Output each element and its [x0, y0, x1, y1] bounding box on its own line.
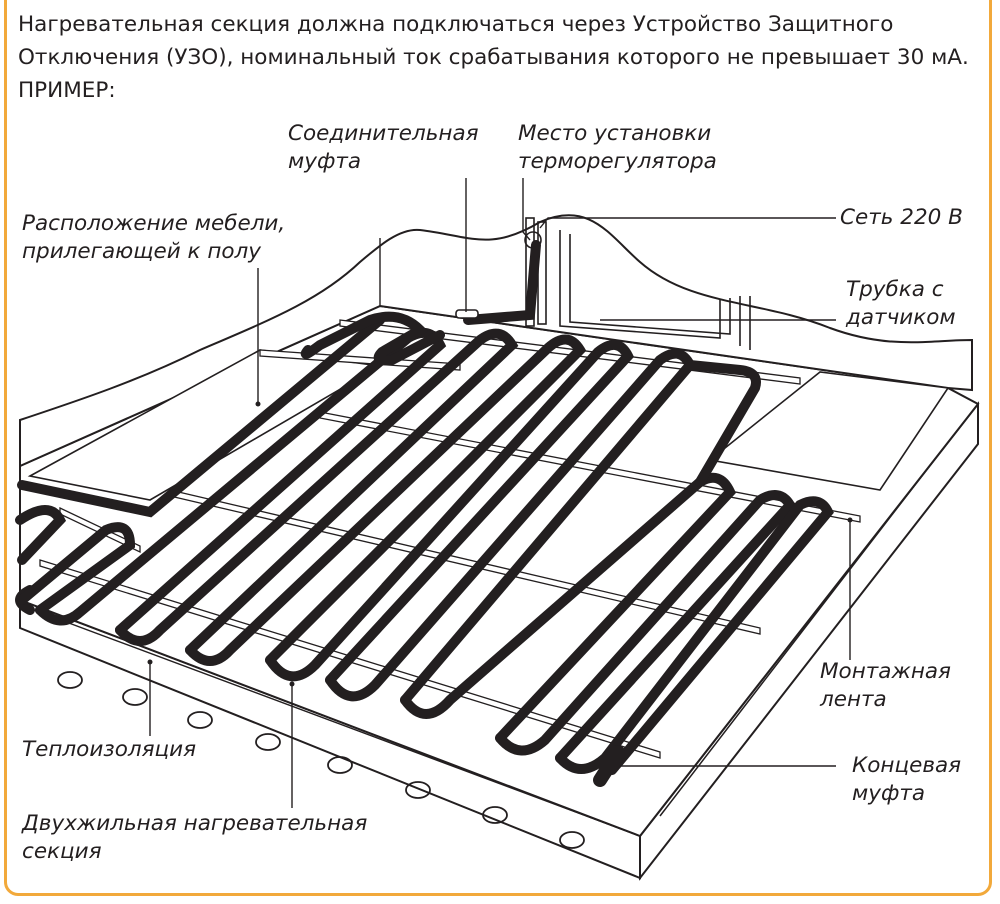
intro-line-1: Нагревательная секция должна подключатьс… — [18, 12, 894, 37]
hole — [255, 733, 281, 751]
leader-lines — [149, 178, 851, 808]
cable-run — [555, 496, 834, 775]
no-cable-zone — [708, 371, 950, 491]
hole — [559, 831, 585, 849]
thermostat-channel — [524, 217, 751, 350]
hole — [57, 671, 83, 689]
hole — [405, 781, 431, 799]
cable-run — [495, 490, 797, 763]
slab-top-inner-edge — [33, 609, 641, 837]
label-insulation: Теплоизоляция — [22, 737, 197, 762]
cable-run — [325, 348, 696, 705]
hole — [187, 711, 213, 729]
intro-line-3: ПРИМЕР: — [18, 78, 116, 103]
hole — [122, 688, 148, 706]
cable-run — [463, 240, 541, 325]
cable-run — [185, 334, 587, 666]
cable-run — [15, 505, 67, 565]
cable-run — [265, 340, 635, 685]
leader-thermostat — [522, 178, 531, 241]
cable-run — [685, 360, 761, 487]
hole — [327, 756, 353, 774]
insulation-holes — [57, 671, 585, 849]
hole — [482, 806, 508, 824]
coupling-mark — [455, 309, 479, 319]
cable-run — [115, 328, 519, 655]
label-furniture: Расположение мебели, прилегающей к полу — [22, 211, 286, 264]
back-wall — [19, 214, 973, 468]
intro-text: Нагревательная секция должна подключатьс… — [18, 8, 986, 107]
label-thermostat-location: Место установки терморегулятора — [518, 121, 717, 174]
orange-frame — [4, 0, 992, 896]
leader-mains — [539, 217, 836, 229]
cable-run — [17, 315, 385, 518]
label-mounting-tape: Монтажная лента — [820, 659, 951, 712]
label-coupling: Соединительная муфта — [288, 121, 479, 174]
end-coupling-mark — [593, 745, 625, 787]
label-end-coupling: Концевая муфта — [852, 753, 962, 806]
intro-line-2: Отключения (УЗО), номинальный ток срабат… — [18, 45, 969, 70]
label-heating-section: Двухжильная нагревательная секция — [22, 811, 368, 864]
label-sensor-tube: Трубка с датчиком — [846, 277, 956, 330]
label-mains: Сеть 220 В — [840, 205, 963, 230]
cable-run — [300, 311, 445, 366]
heating-cable — [15, 240, 834, 775]
leader-dots — [147, 401, 853, 687]
cable-run — [17, 522, 136, 615]
